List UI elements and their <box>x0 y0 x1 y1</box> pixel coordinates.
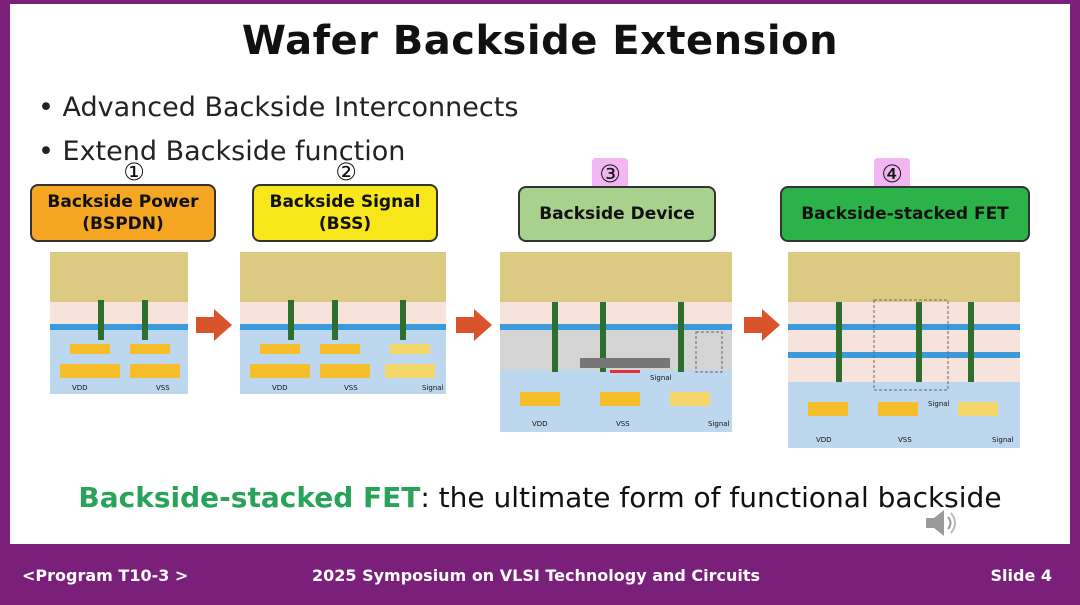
label-line: Backside Signal <box>269 192 421 212</box>
bullet-item: Advanced Backside Interconnects <box>38 86 519 130</box>
diagram-label: VSS <box>156 384 170 392</box>
stage-label-bspdn: Backside Power(BSPDN) <box>30 184 216 242</box>
bspdn-cross-section <box>50 252 188 394</box>
label-line: Backside Power <box>47 192 199 212</box>
diagram-label: Signal <box>928 400 950 408</box>
footer-slide-number: Slide 4 <box>990 566 1053 585</box>
footer-program: <Program T10-3 > <box>22 566 189 585</box>
stage-number: ② <box>335 158 357 186</box>
caption-text: : the ultimate form of functional backsi… <box>420 481 1002 514</box>
stage-label-backside-device: Backside Device <box>518 186 716 242</box>
bullet-list: Advanced Backside Interconnects Extend B… <box>38 86 519 174</box>
right-arrow-icon <box>744 309 780 341</box>
backside-device-cross-section <box>500 252 732 432</box>
diagram-label: Signal <box>650 374 672 382</box>
diagram-label: VDD <box>72 384 88 392</box>
slide-content: Wafer Backside Extension Advanced Backsi… <box>10 4 1070 544</box>
right-arrow-icon <box>196 309 232 341</box>
footer-conference: 2025 Symposium on VLSI Technology and Ci… <box>312 566 761 585</box>
diagram-label: Signal <box>708 420 730 428</box>
diagram-label: VSS <box>616 420 630 428</box>
label-line: (BSS) <box>318 214 372 234</box>
diagram-label: VSS <box>898 436 912 444</box>
stage-number: ① <box>123 158 145 186</box>
stage-label-backside-stacked-fet: Backside-stacked FET <box>780 186 1030 242</box>
diagram-label: VDD <box>532 420 548 428</box>
label-line: Backside Device <box>539 204 695 224</box>
diagram-label: VSS <box>344 384 358 392</box>
label-line: (BSPDN) <box>82 214 164 234</box>
stage-label-bss: Backside Signal(BSS) <box>252 184 438 242</box>
label-line: Backside-stacked FET <box>801 204 1009 224</box>
diagram-label: VDD <box>272 384 288 392</box>
bullet-item: Extend Backside function <box>38 130 518 174</box>
right-arrow-icon <box>456 309 492 341</box>
caption-highlight: Backside-stacked FET <box>78 481 421 514</box>
diagram-label: Signal <box>992 436 1014 444</box>
stage-number: ④ <box>874 158 910 190</box>
slide-caption: Backside-stacked FET: the ultimate form … <box>10 481 1070 514</box>
diagram-label: VDD <box>816 436 832 444</box>
slide-title: Wafer Backside Extension <box>241 18 839 64</box>
stage-number: ③ <box>592 158 628 190</box>
slide-footer: <Program T10-3 > 2025 Symposium on VLSI … <box>0 554 1080 598</box>
bss-cross-section <box>240 252 446 394</box>
backside-stacked-fet-cross-section <box>788 252 1020 448</box>
speaker-icon[interactable] <box>924 508 958 538</box>
diagram-label: Signal <box>422 384 444 392</box>
